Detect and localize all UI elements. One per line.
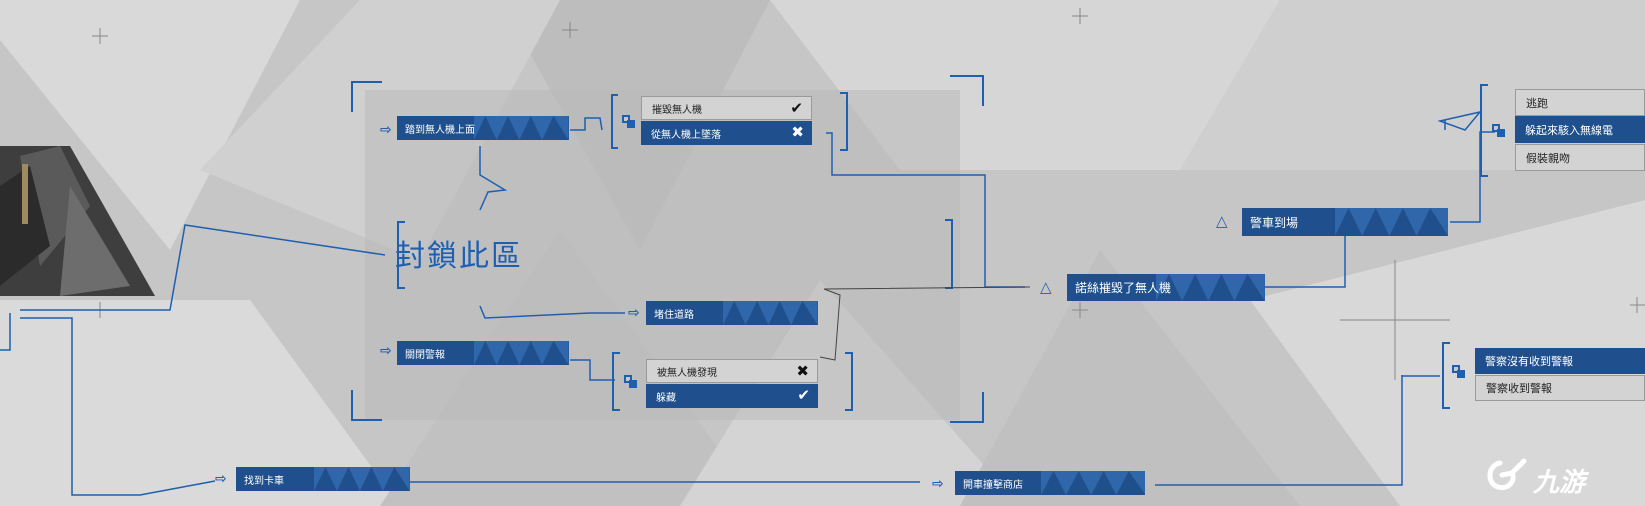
node-block-road[interactable]: 堵住道路	[646, 301, 818, 325]
choice-label: 警察收到警報	[1486, 382, 1552, 395]
choice-label: 假裝親吻	[1526, 151, 1570, 165]
choice-hide-radio[interactable]: 躲起來駭入無線電	[1515, 116, 1645, 143]
choice-found-by-drone[interactable]: 被無人機發現 ✖	[646, 359, 818, 383]
choice-label: 逃跑	[1526, 96, 1548, 110]
choice-label: 躲起來駭入無線電	[1525, 123, 1613, 137]
arrow-right-icon: ⇨	[628, 305, 640, 321]
arrow-right-icon: ⇨	[215, 471, 227, 487]
choice-fall-drone[interactable]: 從無人機上墜落 ✖	[641, 121, 812, 145]
arrow-right-icon: ⇨	[380, 343, 392, 359]
watermark-text: 九游	[1533, 468, 1586, 498]
node-label: 找到卡車	[244, 475, 284, 487]
choice-label: 被無人機發現	[657, 367, 717, 379]
area-title: 封鎖此區	[395, 239, 523, 274]
node-label: 開車撞擊商店	[963, 479, 1023, 491]
node-alarm-off[interactable]: 關閉警報	[397, 341, 569, 365]
scene-thumbnail	[0, 146, 155, 296]
node-label: 警車到場	[1250, 215, 1299, 230]
check-icon: ✔	[797, 386, 810, 404]
choice-fake-kiss[interactable]: 假裝親吻	[1515, 144, 1645, 171]
choice-label: 躲藏	[656, 392, 676, 404]
node-drone-top[interactable]: 踏到無人機上面	[397, 116, 569, 140]
choice-police-no-report[interactable]: 警察沒有收到警報	[1475, 348, 1645, 374]
node-label: 踏到無人機上面	[405, 124, 475, 136]
node-find-truck[interactable]: 找到卡車	[236, 467, 410, 491]
choice-label: 摧毀無人機	[652, 104, 702, 116]
choice-flee[interactable]: 逃跑	[1515, 89, 1645, 116]
watermark-logo	[1487, 458, 1527, 491]
stack-icon	[1492, 124, 1506, 138]
choice-hide[interactable]: 躲藏 ✔	[646, 384, 818, 408]
triangle-icon: △	[1216, 212, 1228, 230]
arrow-right-icon: ⇨	[932, 476, 944, 492]
cross-icon: ✖	[791, 123, 804, 141]
stack-icon	[622, 115, 636, 129]
choice-destroy-drone[interactable]: 摧毀無人機 ✔	[641, 96, 812, 120]
stack-icon	[624, 375, 638, 389]
choice-label: 警察沒有收到警報	[1485, 355, 1573, 368]
node-drive-truck[interactable]: 開車撞擊商店	[955, 471, 1145, 495]
node-north-destroy[interactable]: 諾絲摧毀了無人機	[1067, 274, 1265, 301]
choice-police-report[interactable]: 警察收到警報	[1475, 375, 1645, 401]
node-label: 關閉警報	[405, 349, 445, 361]
node-police-arrive[interactable]: 警車到場	[1242, 208, 1448, 236]
arrow-right-icon: ⇨	[380, 122, 392, 138]
cross-icon: ✖	[796, 362, 809, 380]
stack-icon	[1452, 365, 1466, 379]
triangle-icon: △	[1040, 278, 1052, 296]
node-label: 堵住道路	[654, 309, 694, 321]
node-label: 諾絲摧毀了無人機	[1075, 281, 1172, 295]
check-icon: ✔	[790, 99, 803, 117]
choice-label: 從無人機上墜落	[651, 129, 721, 141]
